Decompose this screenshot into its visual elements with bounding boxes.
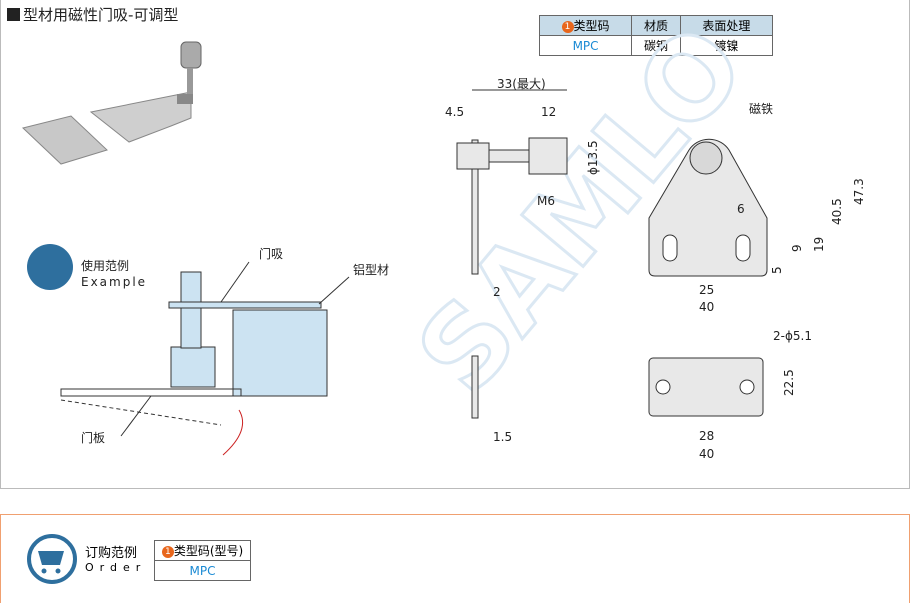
svg-text:40: 40	[699, 300, 714, 314]
svg-text:25: 25	[699, 283, 714, 297]
svg-text:ϕ13.5: ϕ13.5	[586, 140, 600, 175]
page-title: 型材用磁性门吸-可调型	[7, 4, 178, 25]
svg-text:M6: M6	[537, 194, 555, 208]
order-label: 订购范例	[85, 546, 138, 561]
cart-icon	[27, 534, 77, 584]
svg-text:使用范例: 使用范例	[81, 258, 129, 273]
drawings: SAMLO 使用范例 Example 门吸 铝型材 门板 33(最大) 4.5 …	[21, 1, 866, 461]
svg-text:Example: Example	[81, 275, 147, 289]
svg-text:铝型材: 铝型材	[353, 262, 389, 277]
svg-text:19: 19	[812, 237, 826, 252]
svg-text:40: 40	[699, 447, 714, 461]
svg-text:47.3: 47.3	[852, 178, 866, 205]
front-view	[648, 138, 768, 417]
svg-text:28: 28	[699, 429, 714, 443]
svg-text:4.5: 4.5	[445, 105, 464, 119]
example-drawing	[60, 261, 350, 456]
svg-text:2: 2	[493, 285, 501, 299]
svg-text:5: 5	[770, 266, 784, 274]
svg-text:22.5: 22.5	[782, 369, 796, 396]
svg-text:40.5: 40.5	[830, 198, 844, 225]
svg-text:12: 12	[541, 105, 556, 119]
svg-text:9: 9	[790, 244, 804, 252]
order-label-en: Order	[85, 561, 147, 574]
svg-text:1.5: 1.5	[493, 430, 512, 444]
svg-text:磁铁: 磁铁	[749, 101, 773, 116]
svg-text:门板: 门板	[81, 430, 105, 445]
product-photo	[21, 41, 202, 165]
svg-text:门吸: 门吸	[259, 246, 283, 261]
side-view	[456, 89, 568, 419]
svg-text:2-ϕ5.1: 2-ϕ5.1	[773, 329, 812, 343]
svg-text:33(最大): 33(最大)	[497, 77, 546, 91]
svg-text:6: 6	[737, 202, 745, 216]
user-icon	[27, 244, 73, 290]
